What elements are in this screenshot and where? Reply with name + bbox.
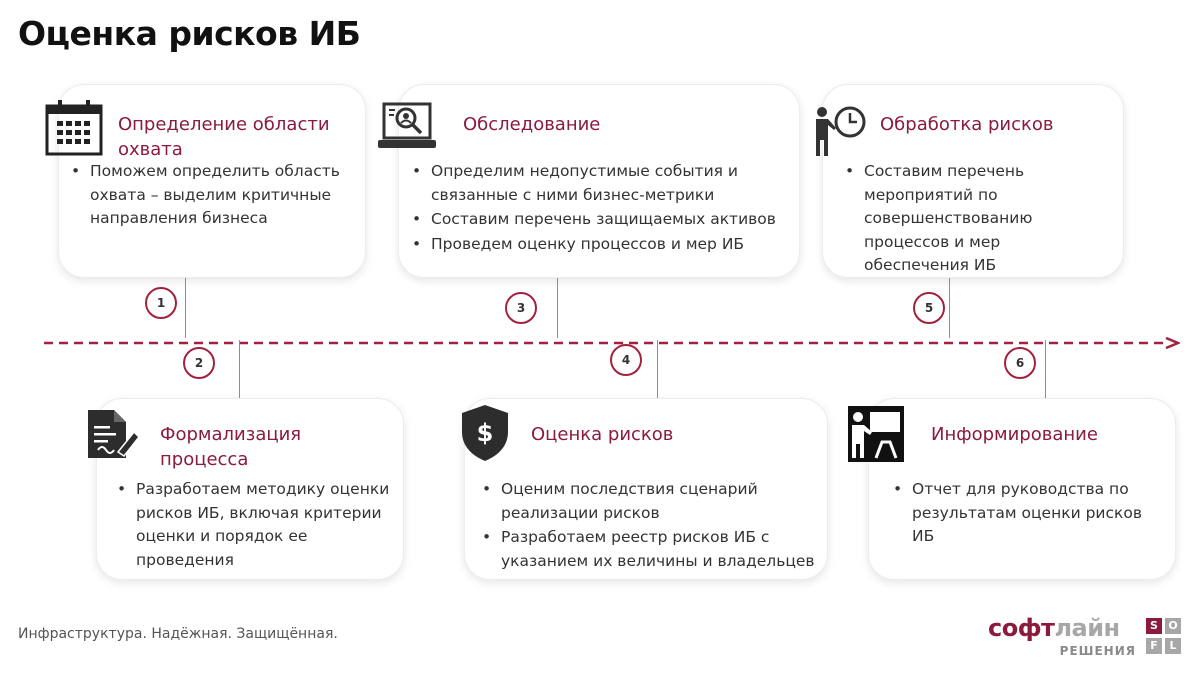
card-formalization-heading: Формализация процесса [160, 424, 302, 470]
logo-wordmark: софтлайн [988, 614, 1120, 642]
logo-letter-s: S [1146, 618, 1162, 634]
logo-letter-o: O [1165, 618, 1181, 634]
list-item: Разработаем методику оценки рисков ИБ, в… [110, 478, 398, 572]
logo-word-part-1: софт [988, 614, 1055, 642]
step-number-6: 6 [1004, 347, 1036, 379]
card-reporting-list: Отчет для руководства по результатам оце… [886, 478, 1166, 550]
card-survey-list: Определим недопустимые события и связанн… [405, 160, 785, 257]
list-item: Определим недопустимые события и связанн… [405, 160, 785, 207]
card-assessment-list: Оценим последствия сценарий реализации р… [475, 478, 825, 574]
document-sign-icon [88, 410, 141, 458]
card-scope-list: Поможем определить область охвата – выде… [64, 160, 354, 232]
connector-1 [185, 278, 186, 338]
logo-letter-grid: S O F L [1146, 618, 1182, 658]
shield-dollar-icon: $ [462, 405, 508, 461]
list-item: Разработаем реестр рисков ИБ с указанием… [475, 526, 825, 573]
connector-3 [557, 278, 558, 338]
card-treatment-list: Составим перечень мероприятий по соверше… [838, 160, 1108, 279]
logo-letter-l: L [1165, 638, 1181, 654]
list-item: Составим перечень защищаемых активов [405, 208, 785, 232]
calendar-icon [45, 100, 103, 156]
card-scope-heading: Определение области охвата [118, 114, 330, 160]
card-assessment-heading: Оценка рисков [531, 424, 674, 445]
list-item: Составим перечень мероприятий по соверше… [838, 160, 1108, 278]
list-item: Поможем определить область охвата – выде… [64, 160, 354, 231]
connector-4 [657, 340, 658, 398]
timeline-arrow [44, 337, 1180, 349]
list-item: Оценим последствия сценарий реализации р… [475, 478, 825, 525]
presentation-board-icon [848, 406, 904, 462]
presenter-clock-icon [816, 106, 866, 156]
logo-word-part-2: лайн [1054, 614, 1120, 642]
card-survey-heading: Обследование [463, 114, 601, 135]
page-title: Оценка рисков ИБ [18, 14, 361, 53]
connector-5 [949, 278, 950, 338]
card-treatment-heading: Обработка рисков [880, 114, 1054, 135]
connector-6 [1045, 340, 1046, 398]
company-logo: софтлайн РЕШЕНИЯ S O F L [988, 614, 1188, 662]
svg-text:$: $ [477, 419, 494, 447]
list-item: Проведем оценку процессов и мер ИБ [405, 233, 785, 257]
connector-2 [239, 340, 240, 398]
step-number-2: 2 [183, 347, 215, 379]
footer-tagline: Инфраструктура. Надёжная. Защищённая. [18, 626, 338, 642]
logo-letter-f: F [1146, 638, 1162, 654]
step-number-4: 4 [610, 344, 642, 376]
list-item: Отчет для руководства по результатам оце… [886, 478, 1166, 549]
card-formalization-list: Разработаем методику оценки рисков ИБ, в… [110, 478, 398, 573]
step-number-3: 3 [505, 292, 537, 324]
logo-subtitle: РЕШЕНИЯ [1059, 644, 1136, 658]
card-reporting-heading: Информирование [931, 424, 1098, 445]
step-number-1: 1 [145, 287, 177, 319]
step-number-5: 5 [913, 292, 945, 324]
laptop-search-icon [378, 102, 436, 148]
